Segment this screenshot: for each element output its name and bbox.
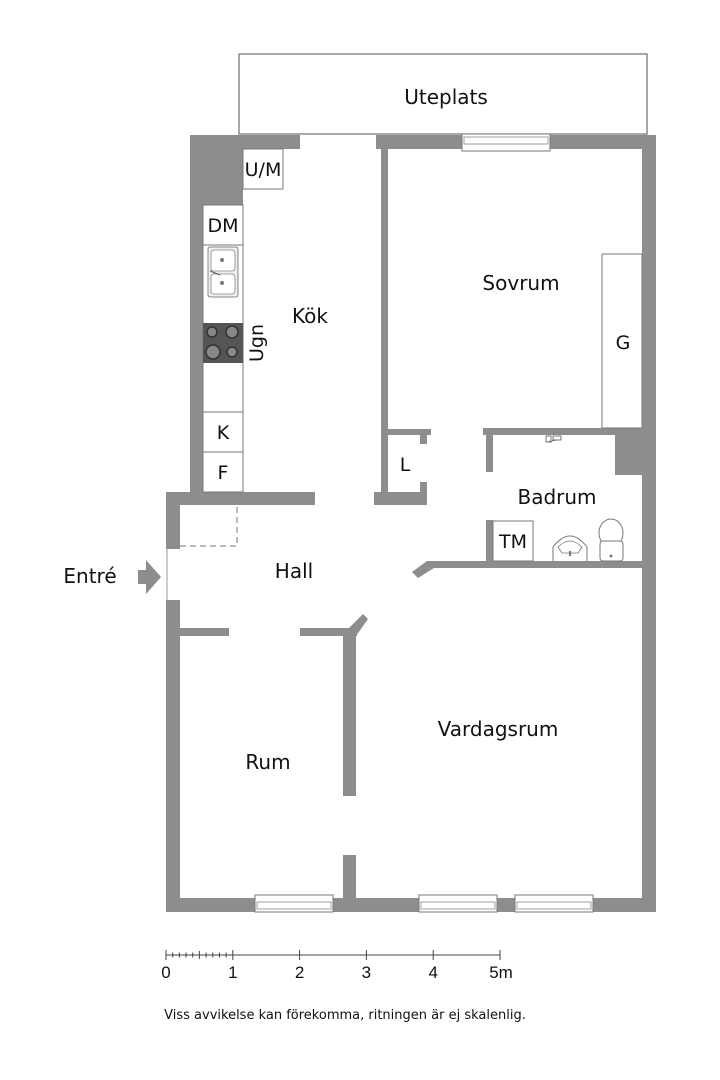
- scale-tick-label: 2: [295, 963, 304, 982]
- washer-dryer-box: [242, 148, 284, 190]
- room-label-rum: Rum: [245, 750, 290, 774]
- washing-machine-box: [492, 520, 534, 562]
- fixture-label-um: U/M: [245, 159, 282, 181]
- room-label-sovrum: Sovrum: [482, 271, 559, 295]
- hall-wardrobe-outline: [180, 505, 238, 547]
- scale-tick-label: 3: [362, 963, 371, 982]
- room-label-uteplats: Uteplats: [404, 85, 488, 109]
- scale-tick-label: 5m: [489, 963, 513, 982]
- wardrobe-box: [601, 253, 643, 429]
- toilet-icon: [598, 518, 624, 562]
- scale-bar: 0 1 2 3 4 5m: [161, 950, 513, 982]
- sink-icon: [207, 246, 239, 298]
- washbasin-icon: [552, 535, 588, 561]
- window-rum: [254, 894, 334, 913]
- windows: [254, 133, 594, 913]
- entrance-label: Entré: [63, 564, 116, 588]
- room-label-hall: Hall: [275, 559, 313, 583]
- window-vardagsrum-2: [514, 894, 594, 913]
- scale-tick-label: 0: [161, 963, 170, 982]
- room-label-kok: Kök: [292, 304, 328, 328]
- fixture-label-tm: TM: [498, 531, 527, 553]
- room-label-vardagsrum: Vardagsrum: [438, 717, 559, 741]
- scale-tick-label: 4: [428, 963, 437, 982]
- disclaimer-text: Viss avvikelse kan förekomma, ritningen …: [164, 1008, 526, 1023]
- patio-outline: [238, 53, 648, 135]
- fixture-label-k: K: [217, 422, 230, 444]
- entrance-arrow-icon: [138, 560, 161, 594]
- stove-icon: [203, 323, 243, 363]
- fixture-label-f: F: [218, 462, 229, 484]
- fixture-label-l: L: [400, 454, 411, 476]
- shower-icon: [545, 435, 562, 443]
- window-vardagsrum-1: [418, 894, 498, 913]
- scale-tick-label: 1: [228, 963, 237, 982]
- room-label-badrum: Badrum: [517, 485, 596, 509]
- fixture-label-g: G: [616, 332, 631, 354]
- fixture-label-ugn: Ugn: [246, 324, 268, 362]
- fixture-label-dm: DM: [207, 215, 238, 237]
- window-bedroom: [461, 133, 551, 152]
